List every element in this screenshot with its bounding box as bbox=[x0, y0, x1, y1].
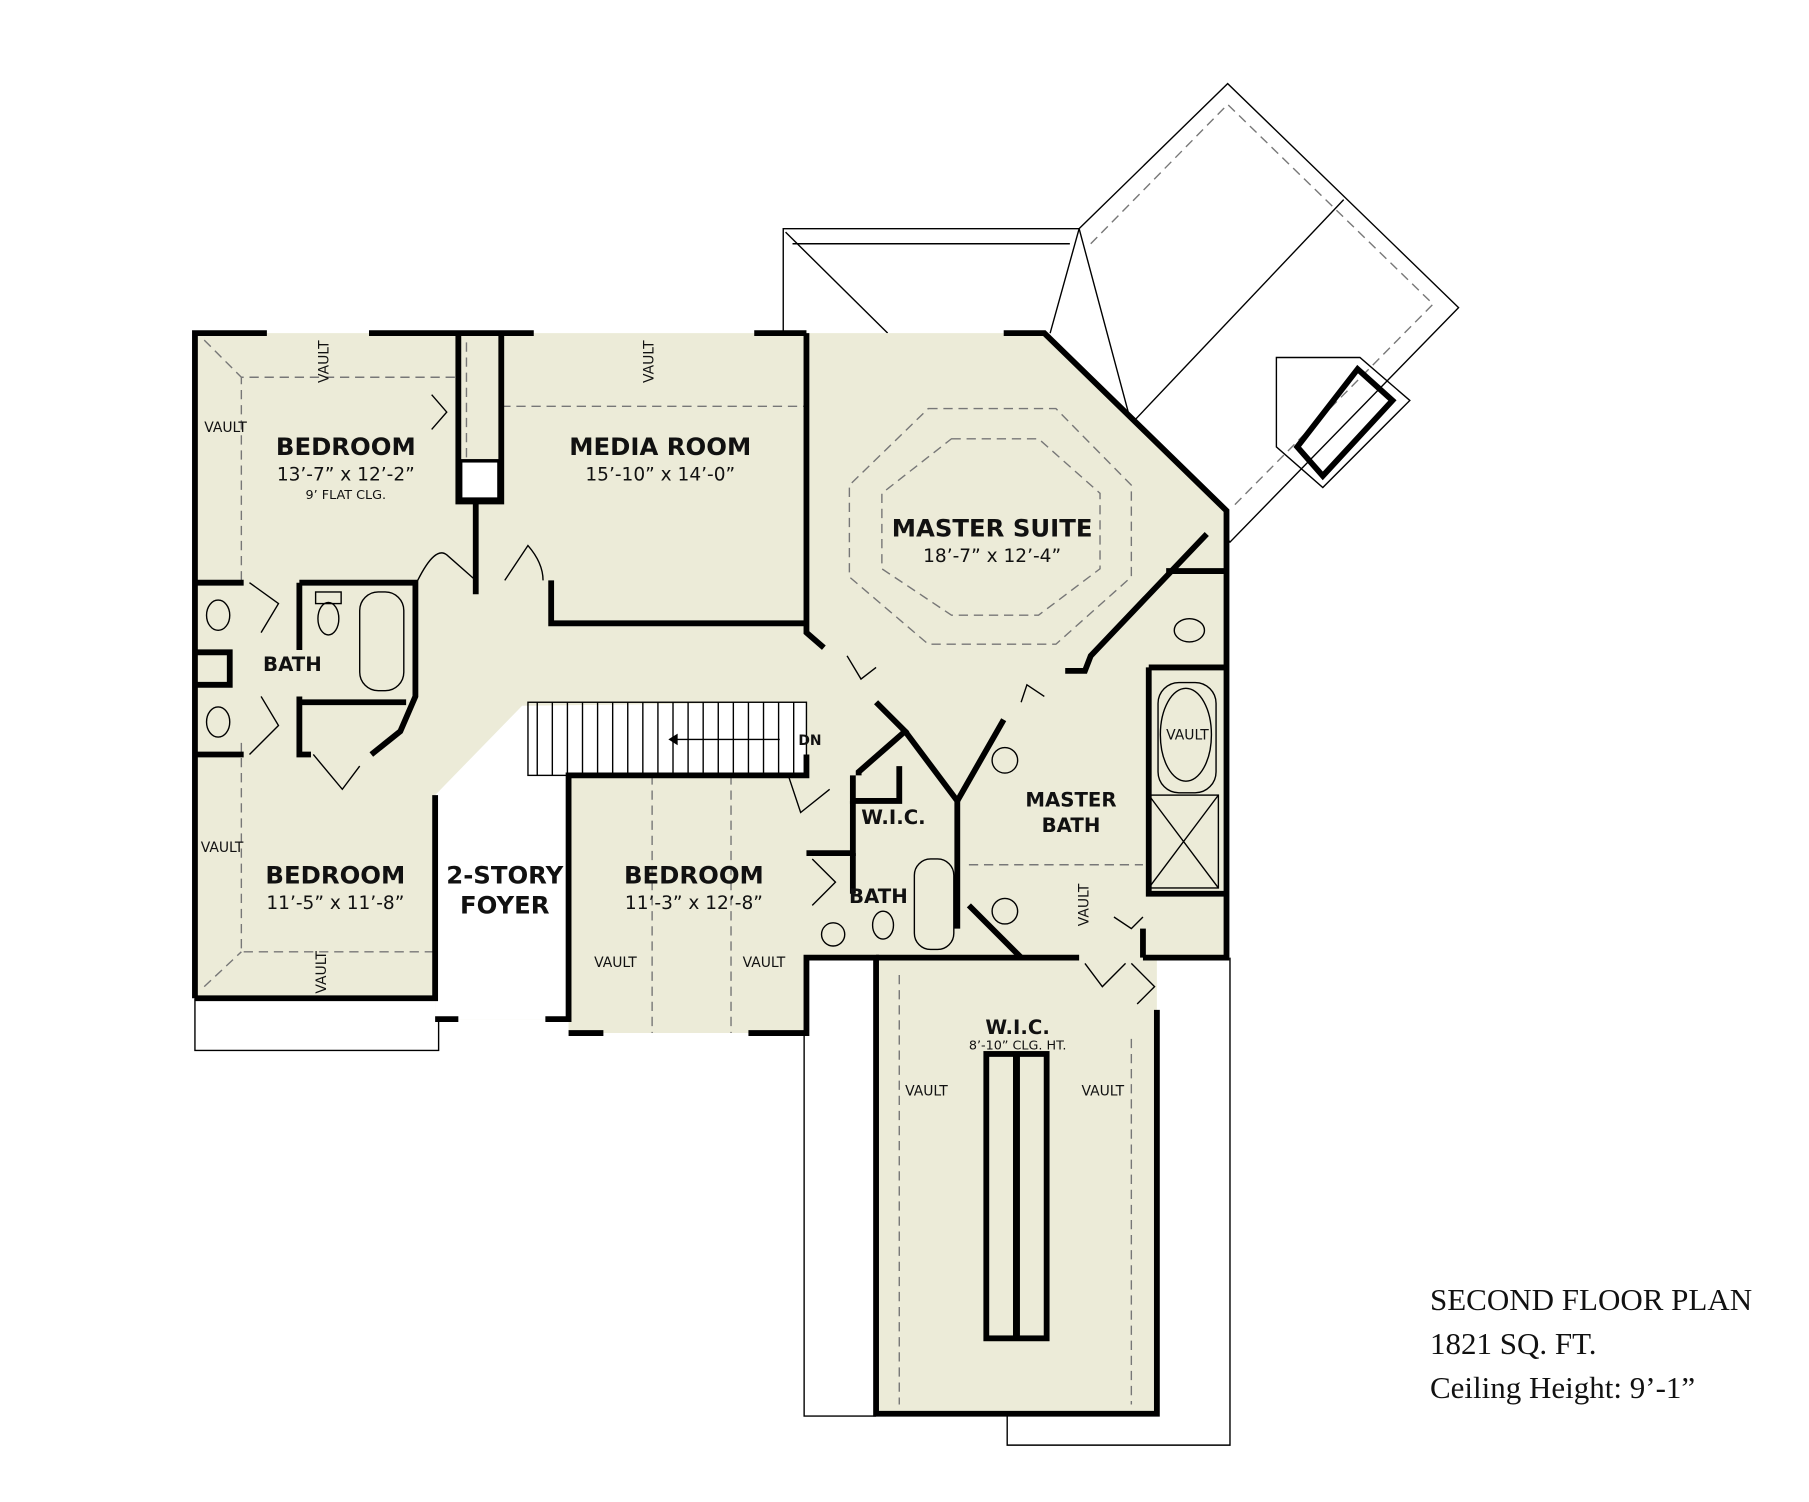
bedroom-nw-note: 9’ FLAT CLG. bbox=[306, 488, 386, 503]
bedroom-nw-name: BEDROOM bbox=[276, 432, 416, 461]
plan-area: 1821 SQ. FT. bbox=[1430, 1326, 1597, 1361]
vault-label: VAULT bbox=[743, 955, 786, 971]
vault-label: VAULT bbox=[201, 840, 244, 856]
bedroom-s-size: 11’-3” x 12’-8” bbox=[625, 893, 763, 914]
bedroom-sw-size: 11’-5” x 11’-8” bbox=[266, 893, 404, 914]
vault-label: VAULT bbox=[316, 340, 332, 383]
vault-label: VAULT bbox=[1076, 883, 1092, 926]
plan-title: SECOND FLOOR PLAN bbox=[1430, 1282, 1753, 1317]
vault-label: VAULT bbox=[1166, 727, 1209, 743]
bedroom-s-name: BEDROOM bbox=[624, 860, 764, 889]
room-labels: BEDROOM 13’-7” x 12’-2” 9’ FLAT CLG. MED… bbox=[263, 432, 1117, 1053]
ceiling-lines bbox=[203, 339, 1143, 1405]
wic-large-note: 8’-10” CLG. HT. bbox=[969, 1038, 1067, 1053]
doors[interactable] bbox=[248, 394, 1156, 1005]
vault-label: VAULT bbox=[314, 950, 330, 993]
plan-ceiling-height: Ceiling Height: 9’-1” bbox=[1430, 1370, 1696, 1405]
walls bbox=[192, 330, 1230, 1417]
media-room-size: 15’-10” x 14’-0” bbox=[585, 465, 735, 486]
vault-label: VAULT bbox=[905, 1084, 948, 1100]
foyer-open-area bbox=[435, 702, 807, 1020]
exterior-roof-lines bbox=[194, 82, 1460, 1446]
staircase[interactable] bbox=[527, 701, 808, 777]
bedroom-nw-size: 13’-7” x 12’-2” bbox=[277, 465, 415, 486]
vault-label: VAULT bbox=[641, 340, 657, 383]
fixtures bbox=[205, 342, 1220, 1342]
media-room-name: MEDIA ROOM bbox=[569, 432, 751, 461]
wic-large-name: W.I.C. bbox=[985, 1016, 1049, 1039]
bedroom-sw-name: BEDROOM bbox=[265, 860, 405, 889]
foyer-name-line1: 2-STORY bbox=[446, 860, 563, 889]
bath-w-name: BATH bbox=[263, 653, 322, 676]
master-suite-name: MASTER SUITE bbox=[892, 513, 1093, 542]
bath-s-name: BATH bbox=[849, 885, 908, 908]
stairs-down-label: DN bbox=[798, 733, 821, 749]
master-suite-size: 18’-7” x 12’-4” bbox=[923, 546, 1061, 567]
wic-small-name: W.I.C. bbox=[861, 806, 925, 829]
vault-label: VAULT bbox=[1081, 1084, 1124, 1100]
floor-area bbox=[194, 333, 1227, 1414]
vault-label: VAULT bbox=[594, 955, 637, 971]
vault-label: VAULT bbox=[204, 420, 247, 436]
master-bath-name-line1: MASTER bbox=[1025, 789, 1116, 812]
foyer-name-line2: FOYER bbox=[460, 891, 550, 920]
master-bath-name-line2: BATH bbox=[1042, 814, 1101, 837]
vault-labels: VAULT VAULT VAULT VAULT VAULT VAULT VAUL… bbox=[201, 340, 1210, 1100]
